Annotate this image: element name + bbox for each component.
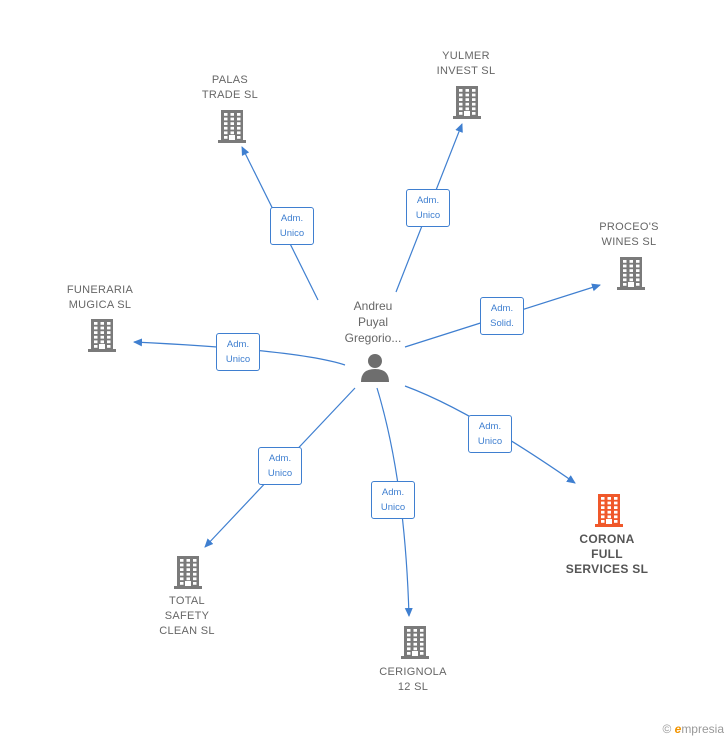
building-icon-palas[interactable] [218, 110, 246, 143]
edge-label-palas[interactable]: Adm. Unico [270, 207, 314, 245]
edge-label-cerignola[interactable]: Adm. Unico [371, 481, 415, 519]
copyright-icon: © [662, 722, 672, 736]
edge-label-line: Unico [477, 436, 503, 447]
edge-label-line: Adm. [280, 213, 304, 224]
company-label-line: CORONA [579, 532, 635, 546]
edge-label-line: Adm. [268, 453, 292, 464]
company-label-line: FULL [591, 547, 623, 561]
company-label-line: PROCEO'S [599, 221, 659, 233]
company-label-total-safety[interactable]: TOTAL SAFETY CLEAN SL [159, 594, 215, 639]
edge-label-line: Solid. [490, 318, 514, 329]
company-label-line: TOTAL [169, 595, 205, 607]
edge-label-line: Adm. [226, 339, 250, 350]
company-label-line: FUNERARIA [66, 284, 134, 296]
edge-label-funeraria[interactable]: Adm. Unico [216, 333, 260, 371]
company-label-proceos[interactable]: PROCEO'S WINES SL [599, 220, 659, 250]
company-label-line: YULMER [442, 50, 490, 62]
company-label-cerignola[interactable]: CERIGNOLA 12 SL [379, 665, 447, 695]
edge-label-line: Unico [415, 210, 441, 221]
edge-label-proceos[interactable]: Adm. Solid. [480, 297, 524, 335]
person-label-line: Andreu [353, 299, 393, 313]
edge-label-line: Unico [279, 228, 305, 239]
footer-brand: © empresia [662, 722, 724, 736]
building-icon-cerignola[interactable] [401, 626, 429, 659]
person-icon[interactable] [361, 354, 389, 382]
edge-funeraria [133, 338, 346, 366]
person-label-line: Puyal [357, 315, 389, 329]
nodes-layer [88, 86, 645, 659]
edge-label-line: Adm. [490, 303, 514, 314]
company-label-line: MUGICA SL [68, 299, 132, 311]
building-icon-funeraria[interactable] [88, 319, 116, 352]
company-label-palas[interactable]: PALAS TRADE SL [202, 73, 258, 103]
edge-label-yulmer[interactable]: Adm. Unico [406, 189, 450, 227]
company-label-line: WINES SL [601, 236, 657, 248]
person-label-line: Gregorio... [344, 331, 402, 345]
edge-label-line: Adm. [478, 421, 502, 432]
edge-label-corona[interactable]: Adm. Unico [468, 415, 512, 453]
company-label-line: 12 SL [397, 681, 429, 693]
company-label-line: CLEAN SL [159, 625, 215, 637]
edges-layer [133, 123, 601, 617]
edge-label-line: Adm. [416, 195, 440, 206]
company-label-line: CERIGNOLA [379, 666, 447, 678]
edge-label-line: Unico [380, 502, 406, 513]
company-label-line: TRADE SL [201, 89, 259, 101]
company-label-line: SAFETY [164, 610, 210, 622]
edge-label-line: Unico [267, 468, 293, 479]
edge-label-line: Unico [225, 354, 251, 365]
brand-initial: e [674, 722, 682, 736]
brand-name: mpresia [681, 722, 724, 736]
company-label-line: PALAS [211, 74, 249, 86]
building-icon-proceos[interactable] [617, 257, 645, 290]
company-label-line: SERVICES SL [565, 562, 649, 576]
building-icon-yulmer[interactable] [453, 86, 481, 119]
company-label-funeraria[interactable]: FUNERARIA MUGICA SL [67, 283, 133, 313]
building-icon-corona[interactable] [595, 494, 623, 527]
edge-label-line: Adm. [381, 487, 405, 498]
company-label-yulmer[interactable]: YULMER INVEST SL [437, 49, 496, 79]
building-icon-total-safety[interactable] [174, 556, 202, 589]
edge-label-total-safety[interactable]: Adm. Unico [258, 447, 302, 485]
company-label-line: INVEST SL [436, 65, 496, 77]
